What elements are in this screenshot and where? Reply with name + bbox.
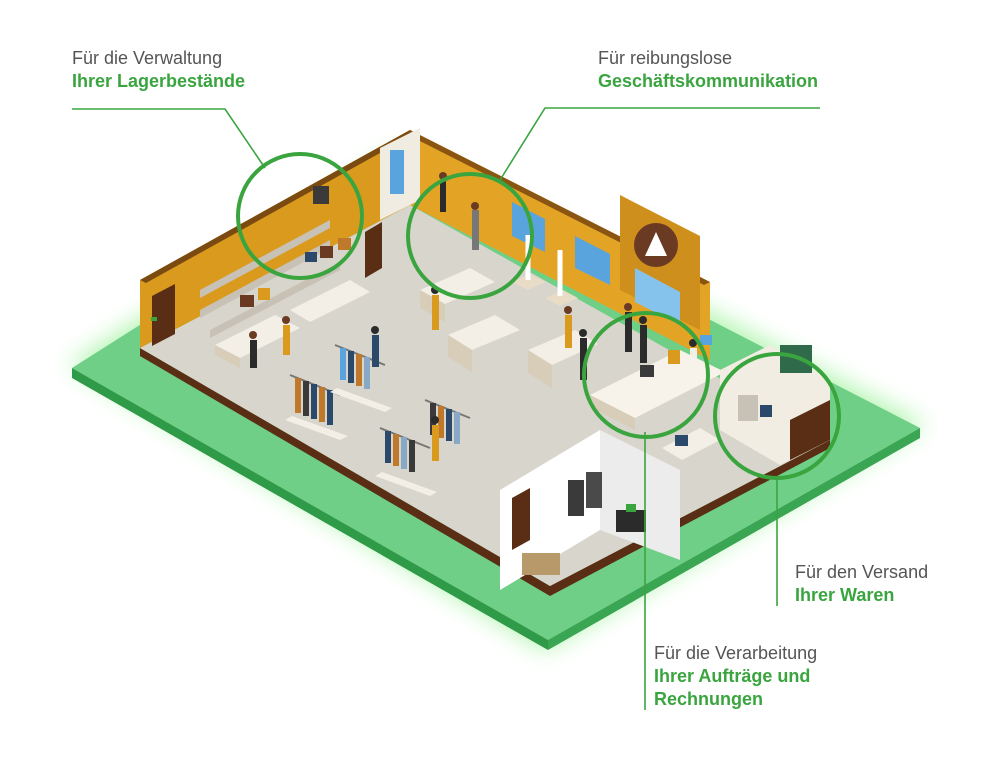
left-door <box>152 284 175 346</box>
leader-line-communication <box>499 107 820 181</box>
highlight-circle-shipping <box>713 352 841 480</box>
callout-shipping-line1: Für den Versand <box>795 562 929 582</box>
green-base-side-right <box>548 428 920 650</box>
office-wall-front <box>500 430 600 590</box>
wall-shelf-1 <box>200 220 330 298</box>
wall-monitor <box>313 186 329 204</box>
computer-monitor-icon <box>675 435 688 446</box>
back-door <box>365 222 382 278</box>
wall-screens <box>780 345 812 373</box>
printer <box>616 510 646 532</box>
display-table-left <box>215 315 300 358</box>
callout-shipping-line2: Ihrer Waren <box>795 585 895 605</box>
highlight-circle-orders <box>582 311 710 439</box>
callout-orders-line3: Rechnungen <box>654 689 764 709</box>
callout-communication-line1: Für reibungslose <box>598 48 733 68</box>
callout-shipping: Für den Versand Ihrer Waren <box>795 561 928 607</box>
green-base-side-left <box>72 368 548 650</box>
back-left-wall-top <box>140 130 416 283</box>
highlight-circles <box>236 152 841 480</box>
clothing-rack-3 <box>375 427 437 496</box>
office-door <box>512 488 530 550</box>
leader-line-inventory <box>72 108 266 169</box>
callout-inventory-line2: Ihrer Lagerbestände <box>72 71 246 91</box>
shipping-shelf <box>738 395 758 421</box>
highlight-circle-communication <box>406 172 534 300</box>
back-right-wall <box>410 130 710 360</box>
leader-lines <box>72 107 820 710</box>
window-2 <box>575 236 610 285</box>
window-3 <box>635 268 680 325</box>
shipping-monitor <box>760 405 772 417</box>
callout-inventory: Für die Verwaltung Ihrer Lagerbestände <box>72 47 245 93</box>
shopping-bag-icon <box>240 295 254 307</box>
server-icon <box>568 480 584 516</box>
wall-shelf-3 <box>210 262 340 338</box>
window-1 <box>512 202 545 252</box>
highlight-circle-inventory <box>236 152 364 280</box>
cashier-counter <box>590 350 725 418</box>
wall-shelf-2 <box>200 240 330 318</box>
display-table-center-2 <box>448 315 520 350</box>
callout-orders-line2: Ihrer Aufträge und <box>654 666 811 686</box>
mannequin-pedestal-1 <box>512 274 545 290</box>
shipping-wall-dark <box>790 400 830 460</box>
callout-inventory-line1: Für die Verwaltung <box>72 48 223 68</box>
callout-communication-line2: Geschäftskommunikation <box>598 71 819 91</box>
cash-register-icon <box>640 365 654 377</box>
callout-orders-line1: Für die Verarbeitung <box>654 643 818 663</box>
callout-orders: Für die Verarbeitung Ihrer Aufträge und … <box>654 642 817 711</box>
office-desk <box>662 428 720 460</box>
display-table-center-left <box>290 280 370 322</box>
mannequin-pedestal-2 <box>545 290 578 306</box>
callout-communication: Für reibungslose Geschäftskommunikation <box>598 47 818 93</box>
package-icon <box>522 553 560 575</box>
counter-monitor <box>700 335 712 345</box>
exit-sign-icon <box>151 317 157 321</box>
